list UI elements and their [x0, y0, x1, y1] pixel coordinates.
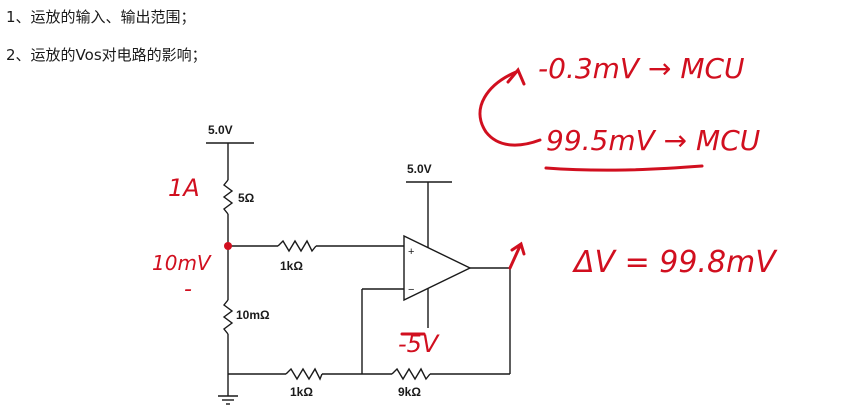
- resistor-1k-input: [277, 239, 317, 253]
- resistor-1k-ground: [285, 367, 323, 381]
- bottom-wires: [227, 267, 511, 396]
- supply-top-label: 5.0V: [208, 123, 233, 137]
- note-line-1: 1、运放的输入、输出范围；: [6, 8, 196, 26]
- resistor-9k-feedback: [391, 367, 431, 381]
- resistor-5ohm: [222, 179, 234, 215]
- opamp-symbol: [403, 181, 472, 328]
- arrowhead-icon: [506, 67, 526, 86]
- underline-stroke: [544, 164, 704, 172]
- node-wires: [227, 214, 404, 300]
- annotation-minus-mark: -: [184, 277, 192, 302]
- ground-icon: [218, 395, 238, 405]
- annotation-current: 1A: [168, 174, 200, 202]
- opamp-minus-pin: −: [408, 284, 414, 296]
- resistor-9k-feedback-label: 9kΩ: [398, 385, 421, 399]
- note-line-2: 2、运放的Vos对电路的影响；: [6, 46, 207, 64]
- node-dot: [224, 242, 232, 250]
- annotation-output-2: 99.5mV → MCU: [546, 124, 760, 157]
- annotation-output-1: -0.3mV → MCU: [538, 52, 745, 85]
- supply-opamp-label: 5.0V: [407, 162, 432, 176]
- annotation-delta-v: ΔV = 99.8mV: [572, 245, 778, 280]
- output-arrow-icon: [508, 244, 522, 270]
- opamp-plus-pin: +: [408, 246, 414, 258]
- resistor-10mohm-label: 10mΩ: [236, 308, 270, 322]
- resistor-1k-input-label: 1kΩ: [280, 259, 303, 273]
- resistor-5ohm-label: 5Ω: [238, 191, 255, 205]
- output-arrowhead-icon: [510, 241, 526, 256]
- supply-top: [206, 142, 254, 180]
- resistor-1k-ground-label: 1kΩ: [290, 385, 313, 399]
- curved-arrow-icon: [478, 70, 542, 147]
- resistor-10mohm: [222, 299, 234, 335]
- annotation-node-voltage: 10mV: [152, 251, 212, 275]
- red-strokes: [400, 67, 704, 336]
